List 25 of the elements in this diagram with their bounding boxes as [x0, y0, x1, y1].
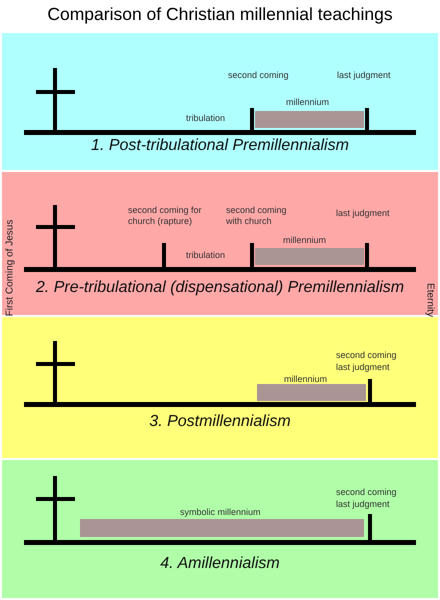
event-label: last judgment [337, 70, 391, 81]
panel-band [2, 172, 438, 315]
panel-heading: 1. Post-tribulational Premillennialism [90, 137, 350, 155]
event-label: millennium [284, 374, 328, 385]
diagram-title: Comparison of Christian millennial teachings [46, 4, 394, 25]
event-label: last judgment [336, 208, 390, 219]
panel-heading: 4. Amillennialism [159, 555, 281, 573]
event-label: second coming [336, 487, 397, 498]
event-label: tribulation [186, 113, 226, 124]
axis-end-label: First Coming of Jesus [4, 220, 16, 316]
event-label: last judgment [336, 499, 390, 510]
event-label: last judgment [336, 362, 390, 373]
event-label: millennium [286, 97, 330, 108]
event-label: second coming [228, 70, 289, 81]
event-label: symbolic millennium [180, 507, 261, 518]
event-label: second coming for church (rapture) [128, 205, 203, 227]
event-label: second coming [336, 350, 397, 361]
panel-band [2, 460, 438, 598]
event-label: millennium [283, 235, 326, 246]
panel-band [2, 33, 438, 170]
event-label: second coming with church [226, 205, 288, 227]
event-label: tribulation [186, 250, 226, 261]
panel-band [2, 317, 438, 458]
panel-heading: 3. Postmillennialism [148, 413, 292, 431]
axis-end-label: Eternity [424, 283, 436, 317]
